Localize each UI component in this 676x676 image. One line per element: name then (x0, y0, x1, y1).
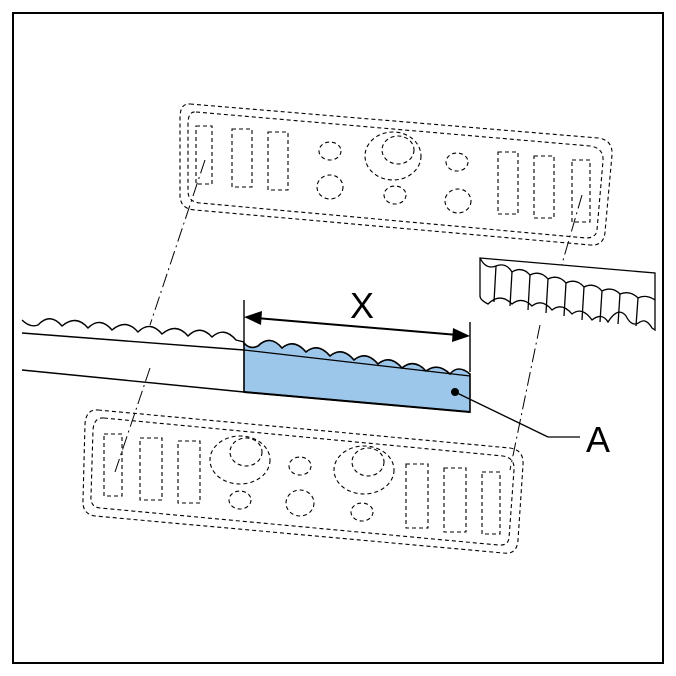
belt-measured-section (243, 339, 471, 413)
belt-left-section (21, 318, 245, 393)
belt-right-fragment (479, 257, 656, 332)
top-pulley-plate (179, 103, 613, 246)
dimension-x-label: X (350, 285, 374, 326)
part-a-label: A (586, 419, 610, 460)
leader-a (451, 388, 580, 438)
bottom-pulley-plate (82, 409, 524, 554)
outer-border (12, 12, 664, 664)
alignment-lines (114, 159, 583, 473)
dimension-x (243, 300, 471, 372)
